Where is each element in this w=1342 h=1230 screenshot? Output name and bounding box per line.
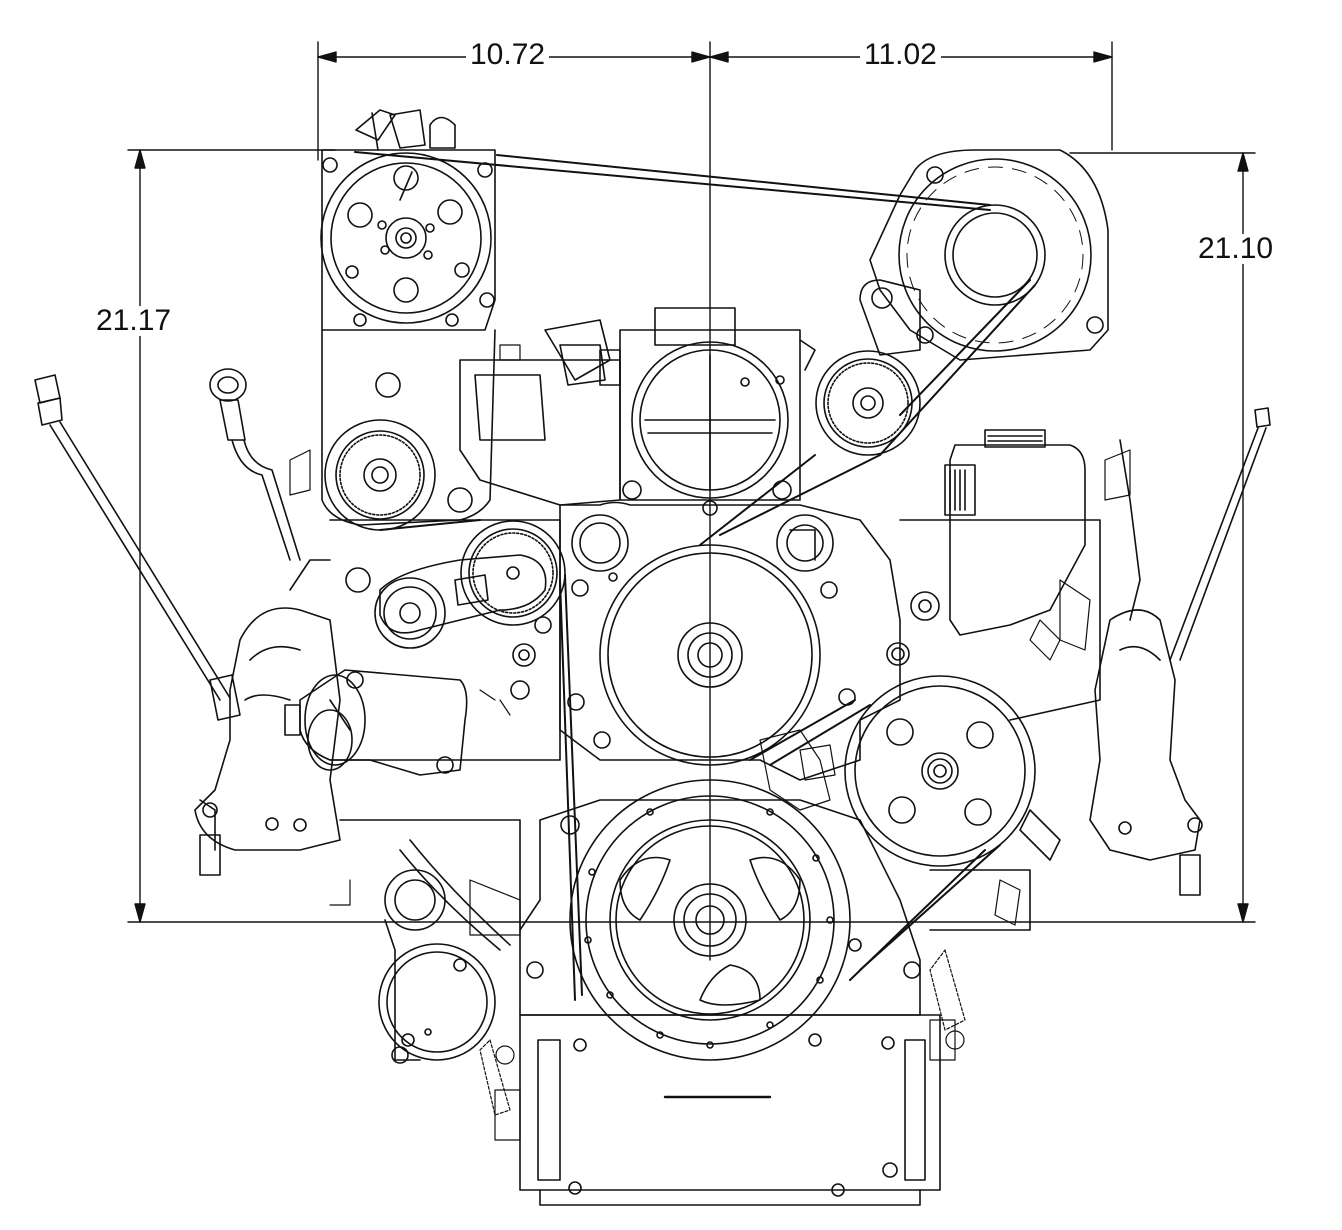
- serpentine-belt: [355, 152, 1035, 1000]
- engine-block: [330, 503, 1100, 1206]
- water-pump-pulley: [572, 515, 833, 765]
- crankshaft-pulley: [570, 780, 850, 1060]
- belt-tensioner: [375, 521, 565, 648]
- dimension-right-height: 21.10: [1194, 234, 1278, 264]
- dimension-right-width: 11.02: [860, 40, 941, 70]
- dimension-left-height: 21.17: [92, 306, 176, 336]
- dipstick-left-inner: [210, 369, 300, 560]
- starter-motor: [285, 670, 467, 775]
- left-idler-bracket: [322, 330, 495, 592]
- dimension-lines: [128, 42, 1255, 960]
- dipstick-right: [1170, 408, 1270, 660]
- dipstick-left-outer: [35, 375, 240, 720]
- power-steering-pump: [845, 676, 1060, 866]
- exhaust-manifold-right: [1090, 440, 1202, 895]
- right-idler-pulley: [816, 351, 920, 455]
- ac-compressor: [321, 110, 495, 330]
- misc-details: [290, 345, 1130, 1140]
- exhaust-manifold-left: [195, 560, 340, 875]
- alternator: [860, 150, 1108, 360]
- lower-left-sensors: [379, 840, 510, 1063]
- throttle-body: [460, 308, 815, 515]
- dimension-left-width: 10.72: [466, 40, 550, 70]
- coolant-reservoir: [911, 430, 1085, 635]
